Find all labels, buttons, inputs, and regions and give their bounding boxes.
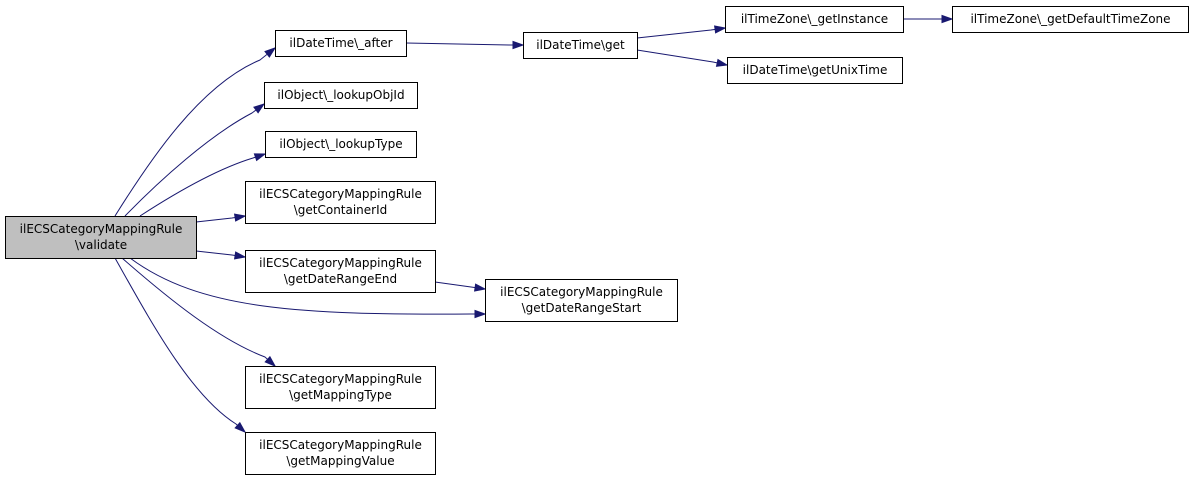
edge-line [139,153,266,217]
arrowhead-icon [941,14,954,24]
edge-root-to-getMappingType [121,257,277,368]
node-label: ilECSCategoryMappingRule [500,285,663,299]
edge-line [636,27,726,39]
node-label: ilTimeZone\_getDefaultTimeZone [970,12,1170,26]
node-getMappingType[interactable]: ilECSCategoryMappingRule \getMappingType [245,366,436,409]
nodes-layer: ilECSCategoryMappingRule \validate ilDateT… [5,6,1189,475]
node-box[interactable] [275,30,407,57]
edge-root-to-lookupObjId [124,103,266,217]
node-root[interactable]: ilECSCategoryMappingRule \validate [5,216,197,259]
node-after[interactable]: ilDateTime\_after [275,30,407,57]
arrowhead-icon [714,25,727,34]
arrowhead-icon [715,58,729,67]
node-label: ilDateTime\get [536,38,625,52]
arrowhead-icon [264,47,277,58]
edge-getDateRangeEnd-to-getDateRangeStart [434,281,487,292]
edge-line [114,257,246,433]
node-label: ilECSCategoryMappingRule [259,372,422,386]
node-label: ilDateTime\_after [289,36,392,50]
node-box[interactable] [245,366,436,409]
edge-line [124,103,265,217]
node-label: ilTimeZone\_getInstance [741,12,888,26]
arrowhead-icon [474,283,487,292]
edge-line [129,257,485,315]
edge-root-to-getDateRangeStart [129,257,487,319]
node-label: ilECSCategoryMappingRule [259,438,422,452]
edge-getInstance-to-getDefaultTimeZone [903,14,954,24]
node-label: \validate [75,238,127,252]
edge-line [405,42,523,46]
node-box[interactable] [245,432,436,475]
node-label: ilDateTime\getUnixTime [743,63,888,77]
edge-root-to-getMappingValue [114,257,247,434]
node-label: \getContainerId [294,203,388,217]
node-box[interactable] [5,216,197,259]
edge-root-to-getDateRangeEnd [195,250,247,260]
node-getDateRangeStart[interactable]: ilECSCategoryMappingRule \getDateRangeSta… [485,279,678,322]
node-box[interactable] [523,32,638,59]
node-getContainerId[interactable]: ilECSCategoryMappingRule \getContainerId [245,181,436,224]
arrowhead-icon [234,421,247,434]
arrowhead-icon [474,309,487,319]
node-getMappingValue[interactable]: ilECSCategoryMappingRule \getMappingValue [245,432,436,475]
edge-line [636,49,728,66]
edge-get-to-getInstance [636,25,727,39]
node-label: \getDateRangeEnd [284,272,397,286]
node-getDateRangeEnd[interactable]: ilECSCategoryMappingRule \getDateRangeEnd [245,250,436,293]
node-lookupObjId[interactable]: ilObject\_lookupObjId [264,82,418,109]
node-box[interactable] [245,250,436,293]
arrowhead-icon [233,213,247,222]
node-box[interactable] [952,6,1189,33]
node-box[interactable] [725,6,904,33]
edge-line [114,47,276,217]
node-box[interactable] [485,279,678,322]
arrowhead-icon [233,251,247,260]
node-lookupType[interactable]: ilObject\_lookupType [265,131,417,158]
arrowhead-icon [264,355,277,368]
edge-root-to-getContainerId [195,213,247,223]
node-getDefaultTimeZone[interactable]: ilTimeZone\_getDefaultTimeZone [952,6,1189,33]
edge-after-to-get [405,40,525,50]
arrowhead-icon [512,40,525,50]
edge-line [121,257,276,367]
node-label: ilECSCategoryMappingRule [20,222,183,236]
node-box[interactable] [727,57,903,84]
arrowhead-icon [253,153,267,162]
node-label: ilECSCategoryMappingRule [259,256,422,270]
node-label: ilObject\_lookupType [279,137,402,151]
arrowhead-icon [253,103,266,114]
node-box[interactable] [245,181,436,224]
node-label: \getMappingType [289,388,392,402]
edge-get-to-getUnixTime [636,49,729,67]
node-get[interactable]: ilDateTime\get [523,32,638,59]
node-label: ilObject\_lookupObjId [277,88,404,102]
node-getInstance[interactable]: ilTimeZone\_getInstance [725,6,904,33]
node-box[interactable] [264,82,418,109]
node-label: ilECSCategoryMappingRule [259,187,422,201]
edge-root-to-lookupType [139,153,267,217]
node-box[interactable] [265,131,417,158]
edges-layer [114,14,954,434]
node-getUnixTime[interactable]: ilDateTime\getUnixTime [727,57,903,84]
edge-root-to-after [114,47,277,217]
node-label: \getDateRangeStart [522,301,642,315]
node-label: \getMappingValue [286,454,394,468]
